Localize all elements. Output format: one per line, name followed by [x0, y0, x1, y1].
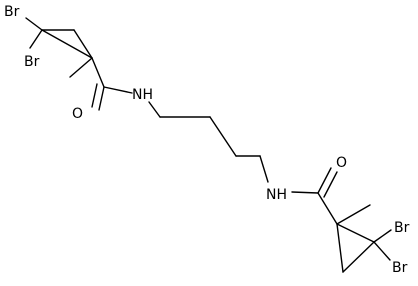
- ring-bond: [336, 223, 344, 273]
- atom-labels: Br Br O NH NH O Br Br: [4, 4, 410, 276]
- ring-bond: [336, 223, 375, 243]
- c-n-bond: [291, 191, 319, 194]
- ring-bond: [342, 241, 375, 273]
- c-c-bond: [317, 192, 338, 225]
- atom-label-br: Br: [24, 54, 40, 70]
- atom-label-o: O: [336, 155, 347, 171]
- c-c-bond: [91, 57, 105, 88]
- atom-label-nh: NH: [132, 87, 153, 103]
- carbonyl-double-bond: [317, 167, 332, 194]
- carbonyl-double-bond: [91, 83, 98, 108]
- carbonyl-double-bond: [323, 171, 338, 198]
- c-n-bond: [148, 101, 161, 118]
- atom-label-br: Br: [394, 220, 410, 236]
- ring-bond: [73, 29, 93, 59]
- ring-bond: [41, 29, 93, 59]
- bonds: [25, 17, 392, 273]
- atom-label-nh: NH: [266, 187, 287, 203]
- atom-label-o: O: [72, 106, 83, 122]
- c-n-bond: [259, 155, 269, 183]
- c-br-bond: [373, 241, 391, 261]
- chain-bond: [209, 116, 237, 157]
- methyl-bond: [336, 204, 371, 225]
- c-br-bond: [25, 17, 43, 31]
- c-n-bond: [103, 86, 133, 94]
- c-br-bond: [29, 29, 43, 49]
- atom-label-br: Br: [392, 260, 408, 276]
- methyl-bond: [69, 57, 93, 78]
- atom-label-br: Br: [4, 4, 20, 20]
- carbonyl-double-bond: [98, 86, 105, 111]
- c-br-bond: [373, 229, 392, 243]
